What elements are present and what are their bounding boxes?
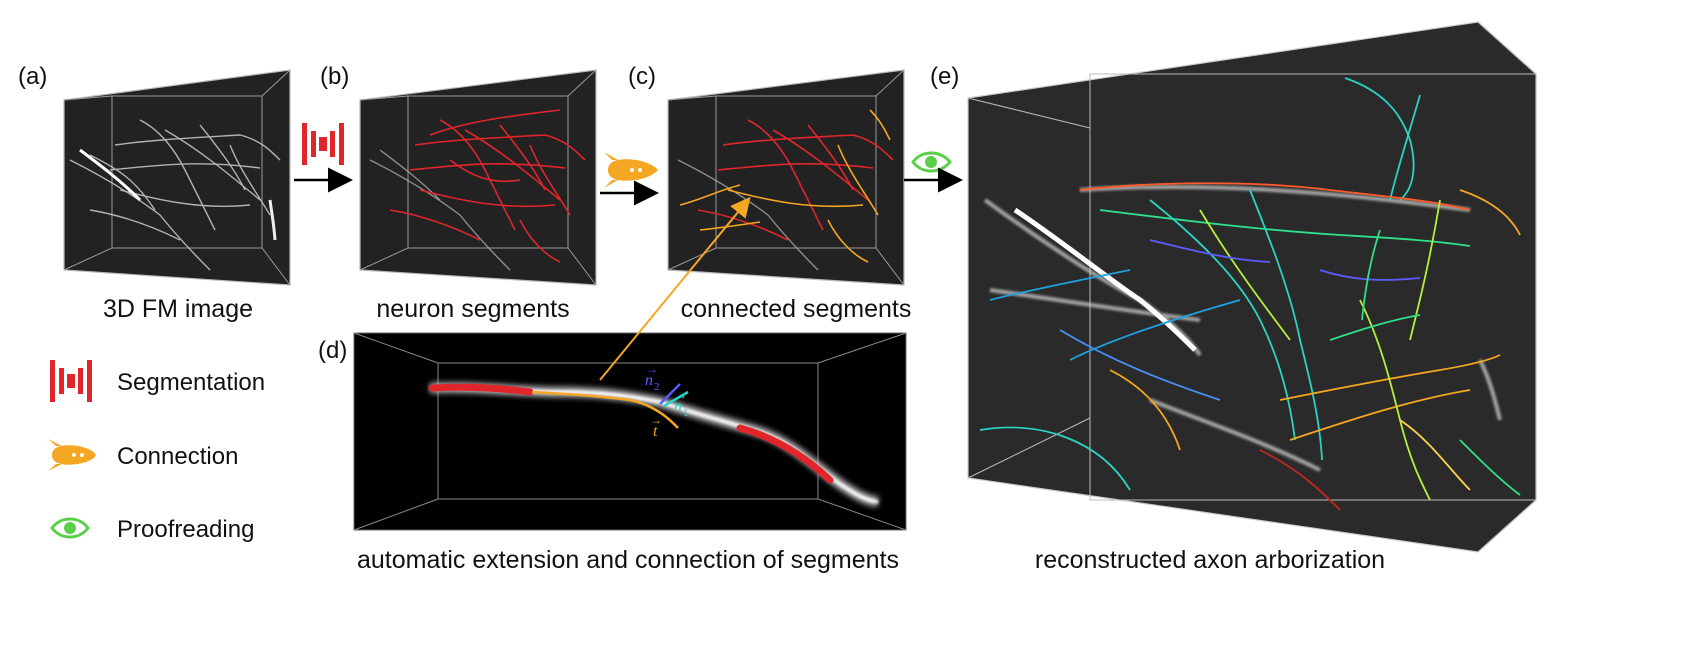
segmentation-icon — [302, 123, 344, 165]
panel-a-caption: 3D FM image — [103, 295, 253, 323]
svg-text:2: 2 — [654, 381, 660, 393]
panel-c-caption: connected segments — [681, 295, 912, 323]
panel-e: (e) — [930, 21, 1537, 574]
panel-a-neurites — [69, 119, 281, 271]
vector-n2-label: n 2 → — [645, 362, 660, 393]
panel-c: (c) — [628, 63, 911, 323]
panel-e-volume — [967, 21, 1537, 553]
segmentation-step — [294, 123, 353, 193]
svg-text:→: → — [650, 413, 662, 427]
vector-t-label: t → — [650, 413, 662, 440]
panel-c-volume — [667, 69, 905, 286]
svg-text:→: → — [646, 362, 658, 376]
segmentation-icon — [50, 360, 92, 402]
panel-a-volume — [63, 69, 291, 286]
legend-proofreading: Proofreading — [50, 516, 254, 543]
legend-connection: Connection — [48, 439, 238, 471]
panel-a: (a) 3D FM image — [18, 63, 291, 323]
connection-icon — [604, 152, 658, 188]
panel-a-label: (a) — [18, 63, 47, 90]
panel-b-volume — [359, 69, 597, 286]
connection-icon — [48, 439, 96, 471]
vector-n1-label: n 1 → — [674, 388, 689, 419]
panel-c-connections — [679, 109, 891, 263]
proofreading-eye-icon — [50, 517, 90, 539]
panel-b: (b) — [320, 63, 597, 323]
panel-e-axon-traces — [979, 77, 1521, 511]
svg-text:n: n — [645, 372, 653, 389]
vector-n1 — [663, 390, 689, 408]
legend-proofreading-label: Proofreading — [117, 516, 254, 543]
panel-d-extension — [531, 390, 679, 429]
svg-text:t: t — [653, 423, 658, 440]
panel-c-label: (c) — [628, 63, 656, 90]
connection-step — [600, 152, 659, 206]
legend-connection-label: Connection — [117, 443, 238, 470]
panel-d-label: (d) — [318, 337, 347, 364]
proofreading-eye-icon — [911, 151, 952, 173]
panel-d: (d) n 2 → n 1 → — [318, 196, 907, 574]
svg-text:1: 1 — [683, 407, 689, 419]
panel-b-red-segments — [389, 109, 586, 263]
panel-b-caption: neuron segments — [376, 295, 569, 323]
panel-d-segment-right — [736, 424, 834, 484]
panel-e-caption: reconstructed axon arborization — [1035, 546, 1385, 574]
panel-e-label: (e) — [930, 63, 959, 90]
svg-text:n: n — [674, 398, 682, 415]
vector-n2 — [659, 383, 681, 405]
legend-segmentation-label: Segmentation — [117, 369, 265, 396]
panel-b-label: (b) — [320, 63, 349, 90]
arrow-d-to-c — [599, 196, 751, 381]
legend: Segmentation Connection Proofreading — [48, 360, 265, 543]
panel-d-segment-left — [428, 383, 534, 396]
proofreading-step — [904, 151, 963, 193]
panel-d-volume: n 2 → n 1 → t → — [353, 332, 907, 531]
legend-segmentation: Segmentation — [50, 360, 265, 402]
panel-d-caption: automatic extension and connection of se… — [357, 546, 899, 574]
svg-text:→: → — [675, 388, 687, 402]
